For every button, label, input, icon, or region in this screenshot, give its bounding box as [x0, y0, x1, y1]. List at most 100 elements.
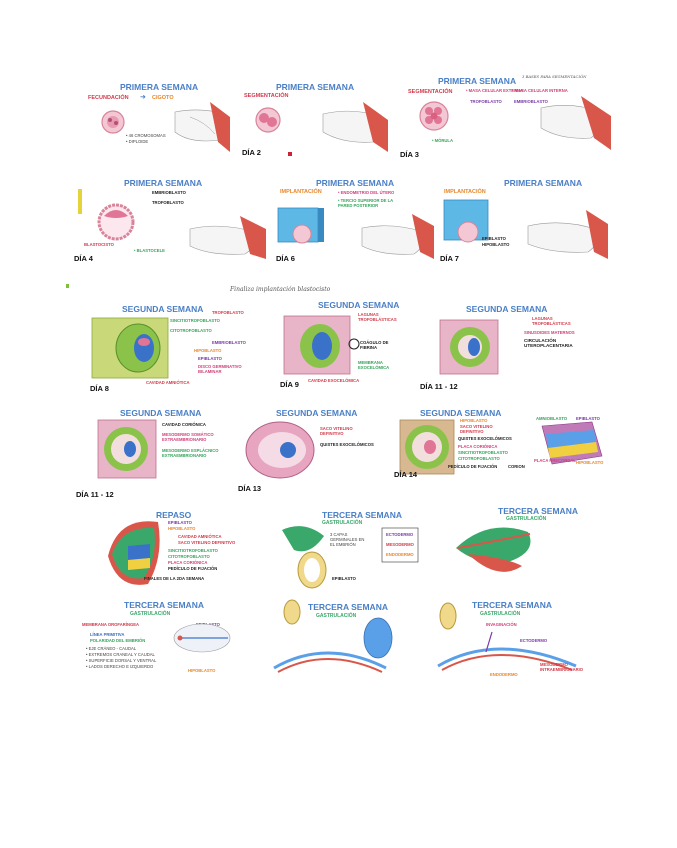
day-label: DÍA 7 — [440, 254, 459, 263]
arrow-icon: ➜ — [140, 94, 146, 101]
panel-tercera-semana-4: TERCERA SEMANA GASTRULACIÓN — [266, 598, 416, 690]
label-hipoblasto: HIPOBLASTO — [460, 418, 488, 423]
label-blastocele: • BLASTOCELE — [134, 248, 165, 253]
label-46-cromosomas: • 46 CROMOSOMAS — [126, 133, 166, 138]
label-segmentacion: SEGMENTACIÓN — [408, 89, 453, 95]
primitive-streak-illustration — [173, 623, 231, 653]
panel-primera-semana-2: PRIMERA SEMANA SEGMENTACIÓN DÍA 2 — [238, 72, 388, 162]
label-finales: FINALES DE LA 2DA SEMANA — [144, 576, 205, 581]
label-membrana-exocelomica: MEMBRANA EXOCELÓMICA — [358, 360, 390, 370]
day-label: DÍA 8 — [90, 384, 109, 393]
panel-title: SEGUNDA SEMANA — [120, 408, 202, 418]
panel-title: PRIMERA SEMANA — [124, 178, 203, 188]
implantation-day7-illustration — [443, 199, 608, 259]
blastocyst-illustration — [78, 189, 266, 259]
label-trofoblasto: TROFOBLASTO — [470, 99, 502, 104]
panel-segunda-semana-dia9: SEGUNDA SEMANA LAGUNAS TROFOBLÁSTICAS CO… — [278, 298, 442, 398]
day-label: DÍA 9 — [280, 380, 299, 389]
label-pediculo: PEDÍCULO DE FIJACIÓN — [448, 464, 498, 469]
label-sincitio: SINCITIOTROFOBLASTO — [458, 450, 508, 455]
panel-segunda-semana-dia11b: SEGUNDA SEMANA CAVIDAD CORIÓNICA MESODER… — [72, 404, 242, 504]
day-label: DÍA 2 — [242, 148, 261, 157]
label-coagulo: COÁGULO DE FIBRINA — [360, 340, 389, 350]
panel-segunda-semana-dia11: SEGUNDA SEMANA LAGUNAS TROFOBLÁSTICAS SI… — [420, 300, 610, 398]
panel-title: PRIMERA SEMANA — [120, 82, 199, 92]
label-endodermo: ENDODERMO — [386, 552, 414, 557]
label-blastocisto: BLASTOCISTO — [84, 242, 114, 247]
morula-illustration — [419, 96, 611, 150]
panel-subtitle: GASTRULACIÓN — [322, 520, 363, 526]
label-segmentacion: SEGMENTACIÓN — [244, 93, 289, 99]
label-cito: CITOTROFOBLASTO — [458, 456, 500, 461]
zygote-illustration — [101, 102, 230, 152]
label-fecundacion: FECUNDACIÓN — [88, 95, 129, 101]
panel-title: PRIMERA SEMANA — [504, 178, 583, 188]
day-label: DÍA 11 - 12 — [76, 490, 114, 499]
panel-repaso: REPASO EPIBLASTO HIPOBLASTO CAVIDAD AMNI… — [98, 506, 268, 592]
label-quistes: QUISTES EXOCELÓMICOS — [320, 442, 374, 447]
panel-subtitle: GASTRULACIÓN — [480, 611, 521, 617]
label-mesodermo-somatico: MESODERMO SOMÁTICO EXTRAEMBRIONARIO — [162, 432, 214, 442]
label-hipoblasto: HIPOBLASTO — [188, 668, 216, 673]
panel-segunda-semana-dia14: SEGUNDA SEMANA HIPOBLASTO SACO VITELINO … — [392, 404, 532, 504]
day11-illustration — [439, 319, 499, 375]
label-placa-precordal: PLACA PRECORDAL — [534, 458, 576, 463]
label-epiblasto: EPIBLASTO — [168, 520, 192, 525]
label-mesodermo-intra: MESODERMO INTRAEMBRIONARIO — [540, 662, 584, 672]
panel-title: SEGUNDA SEMANA — [466, 304, 548, 314]
label-lagunas: LAGUNAS TROFOBLÁSTICAS — [358, 312, 397, 322]
panel-title: TERCERA SEMANA — [322, 510, 402, 520]
label-eje: • EJE CRÁNEO - CAUDAL — [86, 646, 137, 651]
label-tercio-superior: • TERCIO SUPERIOR DE LA PARED POSTERIOR — [338, 198, 394, 208]
panel-title: PRIMERA SEMANA — [438, 76, 517, 86]
panel-subtitle: GASTRULACIÓN — [506, 516, 547, 522]
notes-sheet: PRIMERA SEMANA FECUNDACIÓN ➜ CIGOTO • 46… — [66, 64, 612, 694]
label-embrioblasto: EMBRIOBLASTO — [152, 190, 186, 195]
day-label: DÍA 14 — [394, 470, 418, 479]
label-cavidad-amniotica: CAVIDAD AMNIÓTICA — [178, 534, 222, 539]
implantation-illustration — [277, 207, 434, 259]
day-label: DÍA 11 - 12 — [420, 382, 458, 391]
label-membrana-orofaringea: MEMBRANA OROFARÍNGEA — [82, 622, 140, 627]
label-placa-corionica: PLACA CORIÓNICA — [458, 444, 498, 449]
label-invaginacion: INVAGINACIÓN — [486, 622, 517, 627]
panel-title: PRIMERA SEMANA — [316, 178, 395, 188]
panel-primera-semana-4: PRIMERA SEMANA EMBRIOBLASTO TROFOBLASTO … — [70, 174, 266, 266]
label-corion: CORION — [508, 464, 525, 469]
label-ectodermo: ECTODERMO — [386, 532, 414, 537]
label-cavidad-amniotica: CAVIDAD AMNIÓTICA — [146, 380, 190, 385]
gastrulation-illustration — [282, 526, 419, 589]
label-implantacion: IMPLANTACIÓN — [280, 189, 322, 195]
panel-segunda-semana-dia13: SEGUNDA SEMANA SACO VITELINO DEFINITIVO … — [236, 404, 396, 504]
day-label: DÍA 13 — [238, 484, 262, 493]
panel-tercera-semana-3: TERCERA SEMANA GASTRULACIÓN MEMBRANA ORO… — [78, 598, 244, 690]
panel-title: TERCERA SEMANA — [308, 602, 388, 612]
label-morula: • MÓRULA — [432, 138, 454, 143]
label-hipoblasto: HIPOBLASTO — [482, 242, 510, 247]
label-epiblasto: EPIBLASTO — [332, 576, 356, 581]
trilaminar-disc-illustration — [273, 599, 393, 673]
precordal-plate-illustration — [541, 421, 603, 465]
panel-title: SEGUNDA SEMANA — [122, 304, 204, 314]
label-trofoblasto: TROFOBLASTO — [212, 310, 244, 315]
panel-segunda-semana-dia8: SEGUNDA SEMANA TROFOBLASTO SINCITIOTROFO… — [86, 300, 282, 398]
panel-tercera-semana-1: TERCERA SEMANA GASTRULACIÓN 3 CAPAS GERM… — [274, 506, 434, 596]
label-extremos: • EXTREMOS CRANEAL Y CAUDAL — [86, 652, 155, 657]
label-ectodermo: ECTODERMO — [520, 638, 548, 643]
label-hipoblasto: HIPOBLASTO — [194, 348, 222, 353]
handwritten-heading: Finaliza implantación blastocisto — [230, 286, 331, 293]
label-quistes: QUISTES EXOCELÓMICOS — [458, 436, 512, 441]
panel-amnioblasto: AMNIOBLASTO EPIBLASTO PLACA PRECORDAL HI… — [532, 412, 612, 498]
label-endodermo: ENDODERMO — [490, 672, 518, 677]
label-lagunas: LAGUNAS TROFOBLÁSTICAS — [532, 316, 571, 326]
day-label: DÍA 6 — [276, 254, 295, 263]
panel-primera-semana-3: PRIMERA SEMANA 3 BASES PARA SEGMENTACIÓN… — [396, 68, 612, 162]
label-hipoblasto: HIPOBLASTO — [168, 526, 196, 531]
label-circulacion: CIRCULACIÓN UTEROPLACENTARIA — [524, 338, 573, 348]
panel-primera-semana-6: PRIMERA SEMANA IMPLANTACIÓN EPIBLASTO HI… — [438, 174, 608, 266]
label-saco-vitelino: SACO VITELINO DEFINITIVO — [460, 424, 493, 434]
green-marker — [66, 284, 69, 288]
label-sinusoides: SINUSOIDES MATERNOS — [524, 330, 575, 335]
day14-illustration — [399, 419, 455, 475]
red-marker — [288, 152, 292, 156]
